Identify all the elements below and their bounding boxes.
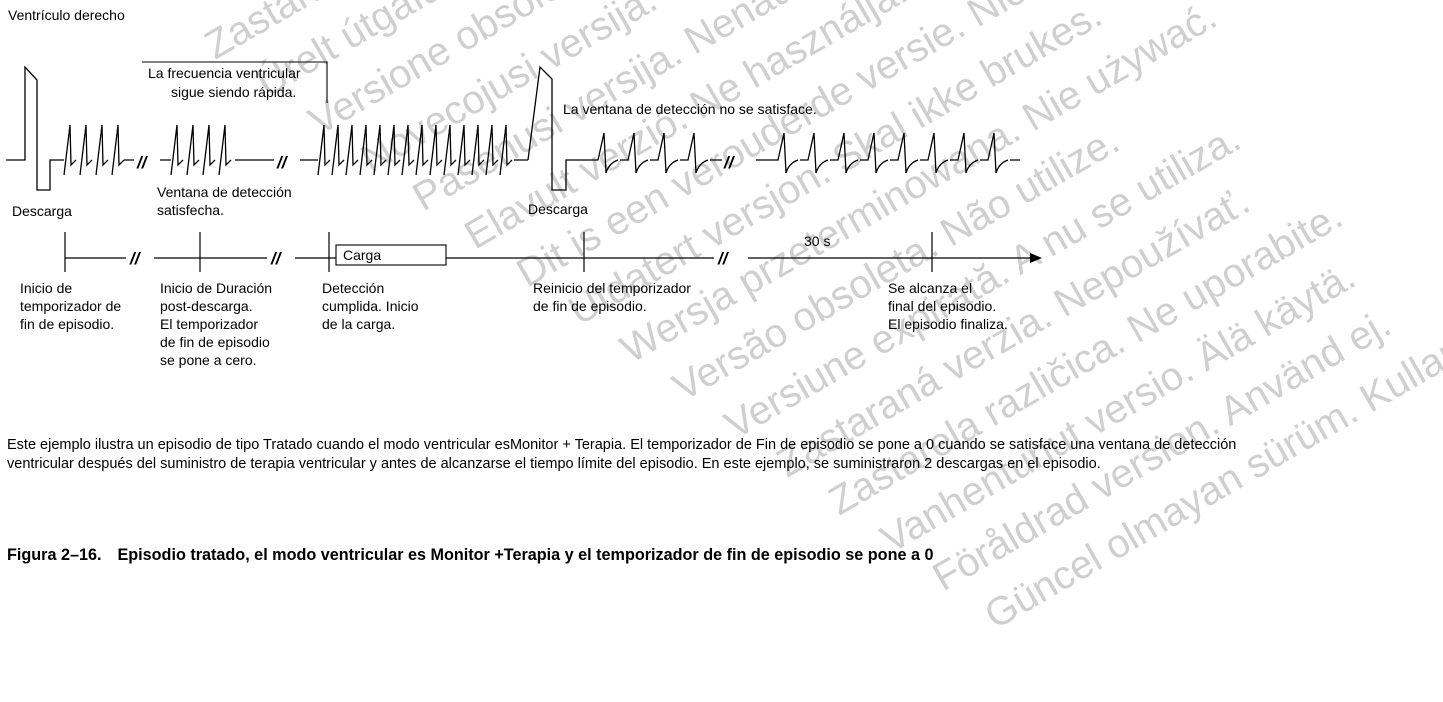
svg-text:sigue siendo rápida.: sigue siendo rápida. bbox=[171, 84, 296, 100]
svg-text:Ventana de detección: Ventana de detección bbox=[157, 184, 292, 200]
window-not-met-label: La ventana de detección no se satisface. bbox=[563, 101, 817, 117]
svg-text:post-descarga.: post-descarga. bbox=[160, 298, 253, 314]
svg-text:Reinicio del temporizador: Reinicio del temporizador bbox=[533, 280, 691, 296]
shock-waveform-1 bbox=[6, 65, 64, 191]
figure-number: Figura 2–16. bbox=[7, 546, 102, 564]
slow-beats-segment-2 bbox=[756, 132, 1020, 174]
svg-text:Inicio de: Inicio de bbox=[20, 280, 72, 296]
annotation-episode-end: Se alcanza el final del episodio. El epi… bbox=[888, 280, 1008, 332]
svg-text:Inicio de Duración: Inicio de Duración bbox=[160, 280, 272, 296]
svg-text:El episodio finaliza.: El episodio finaliza. bbox=[888, 316, 1008, 332]
annotation-post-shock: Inicio de Duración post-descarga. El tem… bbox=[160, 280, 272, 368]
svg-text:Detección: Detección bbox=[322, 280, 384, 296]
trace-break-mark-3: // bbox=[723, 153, 736, 172]
fast-beats-segment-1 bbox=[63, 124, 134, 176]
trace-break-mark-1: // bbox=[136, 153, 149, 172]
fast-beats-segment-2 bbox=[160, 124, 274, 176]
figure-caption: Este ejemplo ilustra un episodio de tipo… bbox=[7, 437, 1237, 472]
timeline-break-2: // bbox=[270, 249, 283, 268]
figure-title-text: Episodio tratado, el modo ventricular es… bbox=[117, 546, 934, 564]
charge-box: Carga bbox=[335, 244, 447, 266]
annotation-detection-met: Detección cumplida. Inicio de la carga. bbox=[322, 280, 419, 332]
rate-fast-label: La frecuencia ventricular sigue siendo r… bbox=[142, 61, 328, 103]
svg-text:temporizador de: temporizador de bbox=[20, 298, 121, 314]
figure-title: Figura 2–16. Episodio tratado, el modo ve… bbox=[7, 546, 1427, 565]
slow-beats-segment-1 bbox=[590, 132, 722, 174]
timer-30s-label: 30 s bbox=[804, 233, 830, 249]
shock-waveform-2 bbox=[527, 65, 590, 191]
timeline-break-3: // bbox=[717, 249, 730, 268]
svg-text:Se alcanza el: Se alcanza el bbox=[888, 280, 972, 296]
svg-text:de fin de episodio: de fin de episodio bbox=[160, 334, 270, 350]
svg-text:final del episodio.: final del episodio. bbox=[888, 298, 996, 314]
trace-break-mark-2: // bbox=[276, 153, 289, 172]
fast-beats-segment-3 bbox=[300, 124, 528, 176]
svg-text:de la carga.: de la carga. bbox=[322, 316, 395, 332]
svg-text:se pone a cero.: se pone a cero. bbox=[160, 352, 257, 368]
svg-text:La frecuencia ventricular: La frecuencia ventricular bbox=[148, 65, 301, 81]
chamber-title: Ventrículo derecho bbox=[8, 7, 125, 23]
annotation-end-timer-start: Inicio de temporizador de fin de episodi… bbox=[20, 280, 121, 332]
svg-text:de fin de episodio.: de fin de episodio. bbox=[533, 298, 647, 314]
shock-label-1: Descarga bbox=[12, 203, 72, 219]
svg-text:fin de episodio.: fin de episodio. bbox=[20, 316, 114, 332]
shock-label-2: Descarga bbox=[528, 201, 588, 217]
svg-text:El temporizador: El temporizador bbox=[160, 316, 258, 332]
annotation-timer-restart: Reinicio del temporizador de fin de epis… bbox=[533, 280, 691, 314]
window-met-label: Ventana de detección satisfecha. bbox=[157, 184, 292, 218]
svg-text:satisfecha.: satisfecha. bbox=[157, 202, 224, 218]
ventricular-ecg-trace bbox=[6, 65, 1020, 191]
timeline-break-1: // bbox=[129, 249, 142, 268]
svg-text:cumplida. Inicio: cumplida. Inicio bbox=[322, 298, 419, 314]
svg-text:Carga: Carga bbox=[343, 247, 381, 263]
